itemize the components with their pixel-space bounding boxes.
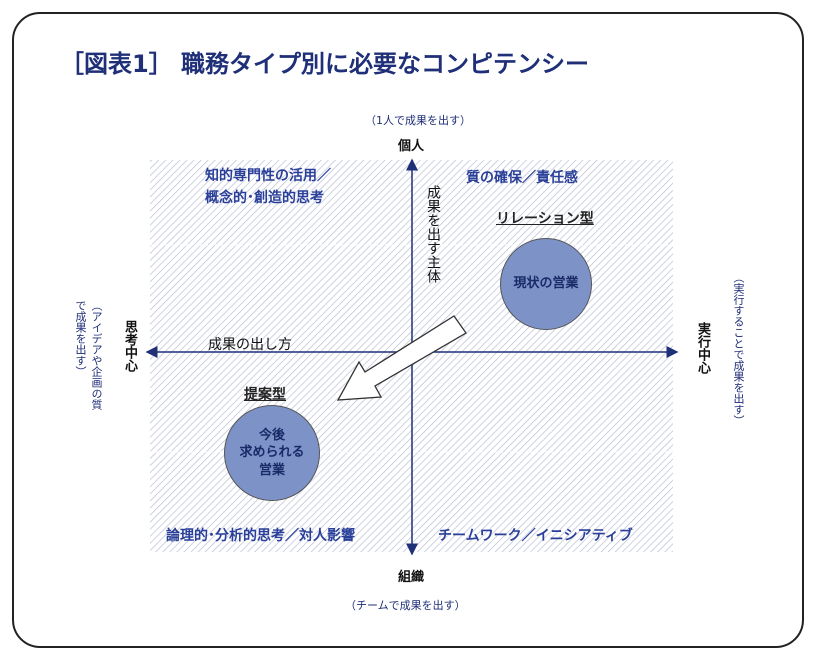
type-relation: リレーション型 [496, 211, 594, 227]
horizontal-caption: 成果の出し方 [208, 337, 292, 353]
right-label: 実行中心 [695, 322, 710, 374]
circle-current-sales: 現状の営業 [500, 238, 592, 330]
quadrant-top-right: 質の確保／責任感 [466, 170, 578, 186]
direction-arrow [336, 315, 467, 401]
right-note: （実行することで成果を出す） [732, 272, 745, 426]
left-note: （アイデアや企画の質で成果を出す） [74, 300, 103, 410]
type-proposal: 提案型 [244, 387, 286, 403]
quadrant-bottom-left: 論理的･分析的思考／対人影響 [166, 528, 355, 544]
top-note: （1人で成果を出す） [365, 114, 471, 127]
quadrant-top-left: 知的専門性の活用／ 概念的･創造的思考 [205, 168, 331, 206]
quadrant-bottom-right: チームワーク／イニシアティブ [438, 528, 633, 544]
top-label: 個人 [398, 139, 425, 154]
left-label: 思考中心 [122, 320, 137, 372]
bottom-note: （チームで成果を出す） [345, 599, 466, 612]
figure-title: ［図表1］ 職務タイプ別に必要なコンピテンシー [60, 50, 590, 78]
figure-frame [12, 12, 804, 648]
bottom-label: 組織 [398, 570, 425, 585]
vertical-caption: 成果を出す主体 [425, 185, 441, 283]
circle-future-sales: 今後 求められる 営業 [224, 405, 320, 501]
